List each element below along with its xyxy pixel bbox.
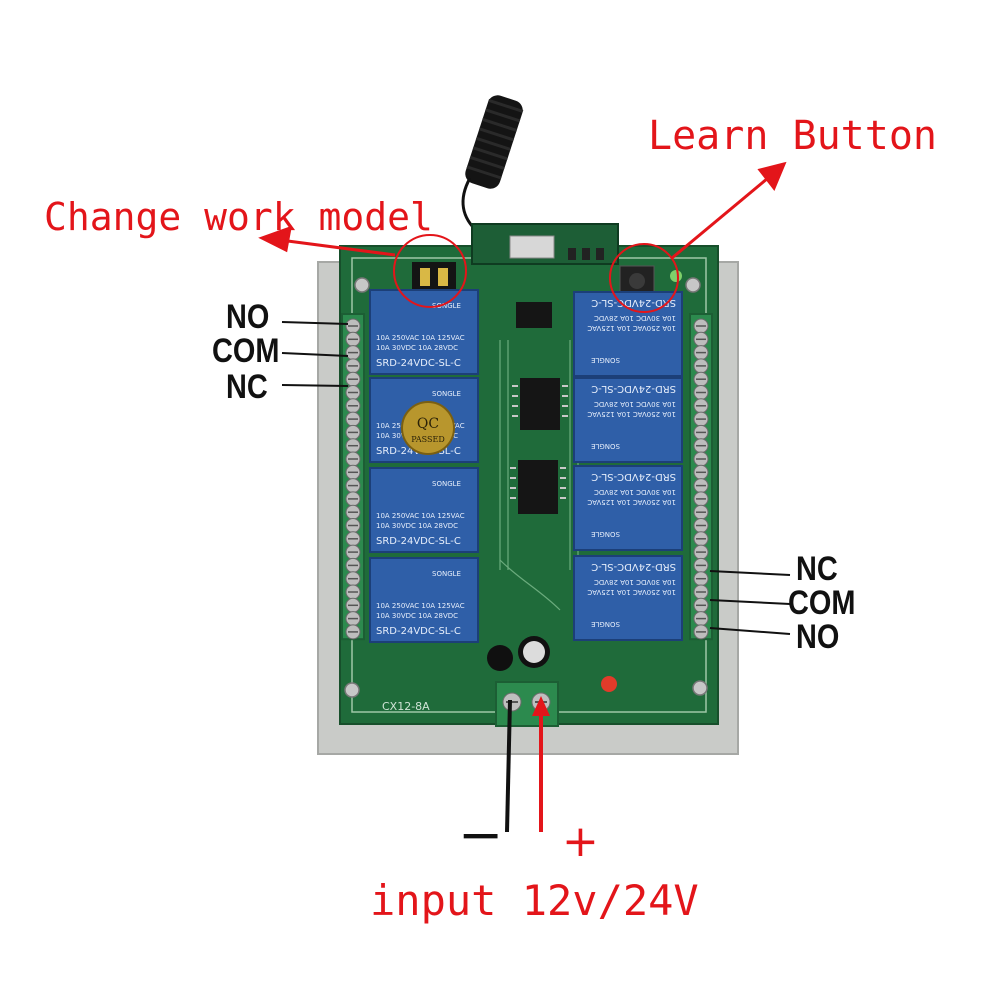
arrow-learn-button <box>671 161 787 260</box>
capacitors <box>487 636 550 671</box>
right-label-com: COM <box>788 584 856 622</box>
right-terminal-block <box>689 313 713 641</box>
right-pointer-lines <box>709 570 791 635</box>
learn-button-label: Learn Button <box>648 113 937 159</box>
relay-marking-text: SONGLE <box>432 302 461 310</box>
learn-highlight-circle <box>609 243 679 313</box>
right-label-nc: NC <box>796 550 838 588</box>
relay-marking-text: 10A 250VAC 10A 125VAC <box>587 588 676 596</box>
right-relays: SONGLE 10A 250VAC 10A 125VAC 10A 30VDC 10A… <box>573 291 683 641</box>
relay-marking-text: 10A 250VAC 10A 125VAC <box>587 498 676 506</box>
relay-marking-text: SRD-24VDC-SL-C <box>376 358 461 369</box>
right-label-no: NO <box>796 618 840 656</box>
relay-marking-text: SRD-24VDC-SL-C <box>591 561 676 572</box>
change-work-model-label: Change work model <box>44 195 433 239</box>
relay-marking-text: SONGLE <box>591 530 620 538</box>
power-terminal <box>495 681 559 727</box>
left-relays: SONGLE 10A 250VAC 10A 125VAC 10A 30VDC 10A… <box>369 289 479 643</box>
board-label: CX12-8A <box>382 700 430 713</box>
relay-marking-text: 10A 250VAC 10A 125VAC <box>376 602 465 610</box>
relay-marking-text: SRD-24VDC-SL-C <box>591 297 676 308</box>
relay-marking-text: 10A 30VDC 10A 28VDC <box>376 612 458 620</box>
minus-label: − <box>458 803 504 866</box>
left-label-nc: NC <box>226 368 268 406</box>
relay-marking-text: 10A 250VAC 10A 125VAC <box>587 410 676 418</box>
left-label-no: NO <box>226 298 270 336</box>
relay-marking-text: 10A 30VDC 10A 28VDC <box>594 578 676 586</box>
input-voltage-label: input 12v/24V <box>370 876 699 925</box>
relay-marking-text: SRD-24VDC-SL-C <box>376 626 461 637</box>
relay-marking-text: 10A 30VDC 10A 28VDC <box>376 522 458 530</box>
negative-wire <box>505 699 512 833</box>
arrow-change-work-model <box>258 225 396 257</box>
relay-marking-text: 10A 30VDC 10A 28VDC <box>594 488 676 496</box>
left-label-com: COM <box>212 332 280 370</box>
relay: SONGLE 10A 250VAC 10A 125VAC 10A 30VDC 10A… <box>573 465 683 551</box>
qc-sticker: QC PASSED <box>401 401 455 455</box>
relay-marking-text: SONGLE <box>591 356 620 364</box>
relay-marking-text: 10A 250VAC 10A 125VAC <box>376 512 465 520</box>
relay-marking-text: SONGLE <box>591 442 620 450</box>
qc-bottom-text: PASSED <box>411 435 445 444</box>
jumper-highlight-circle <box>393 234 467 308</box>
left-terminal-block <box>341 313 365 641</box>
ic-decoder <box>520 378 560 430</box>
relay-marking-text: SONGLE <box>591 620 620 628</box>
relay-marking-text: 10A 250VAC 10A 125VAC <box>587 324 676 332</box>
relay: SONGLE 10A 250VAC 10A 125VAC 10A 30VDC 10A… <box>573 377 683 463</box>
relay-marking-text: 10A 30VDC 10A 28VDC <box>594 400 676 408</box>
relay: SONGLE 10A 250VAC 10A 125VAC 10A 30VDC 10A… <box>573 555 683 641</box>
relay-marking-text: SRD-24VDC-SL-C <box>591 471 676 482</box>
relay-marking-text: SRD-24VDC-SL-C <box>591 383 676 394</box>
power-led <box>601 676 617 692</box>
relay-marking-text: SONGLE <box>432 390 461 398</box>
relay-marking-text: SRD-24VDC-SL-C <box>376 536 461 547</box>
ic-driver <box>518 460 558 514</box>
left-pointer-lines <box>281 321 349 387</box>
ic-small <box>516 302 552 328</box>
relay-marking-text: SONGLE <box>432 570 461 578</box>
relay-marking-text: 10A 250VAC 10A 125VAC <box>376 334 465 342</box>
relay: SONGLE 10A 250VAC 10A 125VAC 10A 30VDC 10A… <box>369 289 479 375</box>
relay: SONGLE 10A 250VAC 10A 125VAC 10A 30VDC 10A… <box>369 557 479 643</box>
relay-marking-text: SONGLE <box>432 480 461 488</box>
qc-top-text: QC <box>417 416 439 432</box>
relay-marking-text: 10A 30VDC 10A 28VDC <box>376 344 458 352</box>
plus-label: + <box>562 816 599 867</box>
relay-marking-text: 10A 30VDC 10A 28VDC <box>594 314 676 322</box>
mode-jumper <box>412 262 456 292</box>
relay: SONGLE 10A 250VAC 10A 125VAC 10A 30VDC 10A… <box>369 467 479 553</box>
